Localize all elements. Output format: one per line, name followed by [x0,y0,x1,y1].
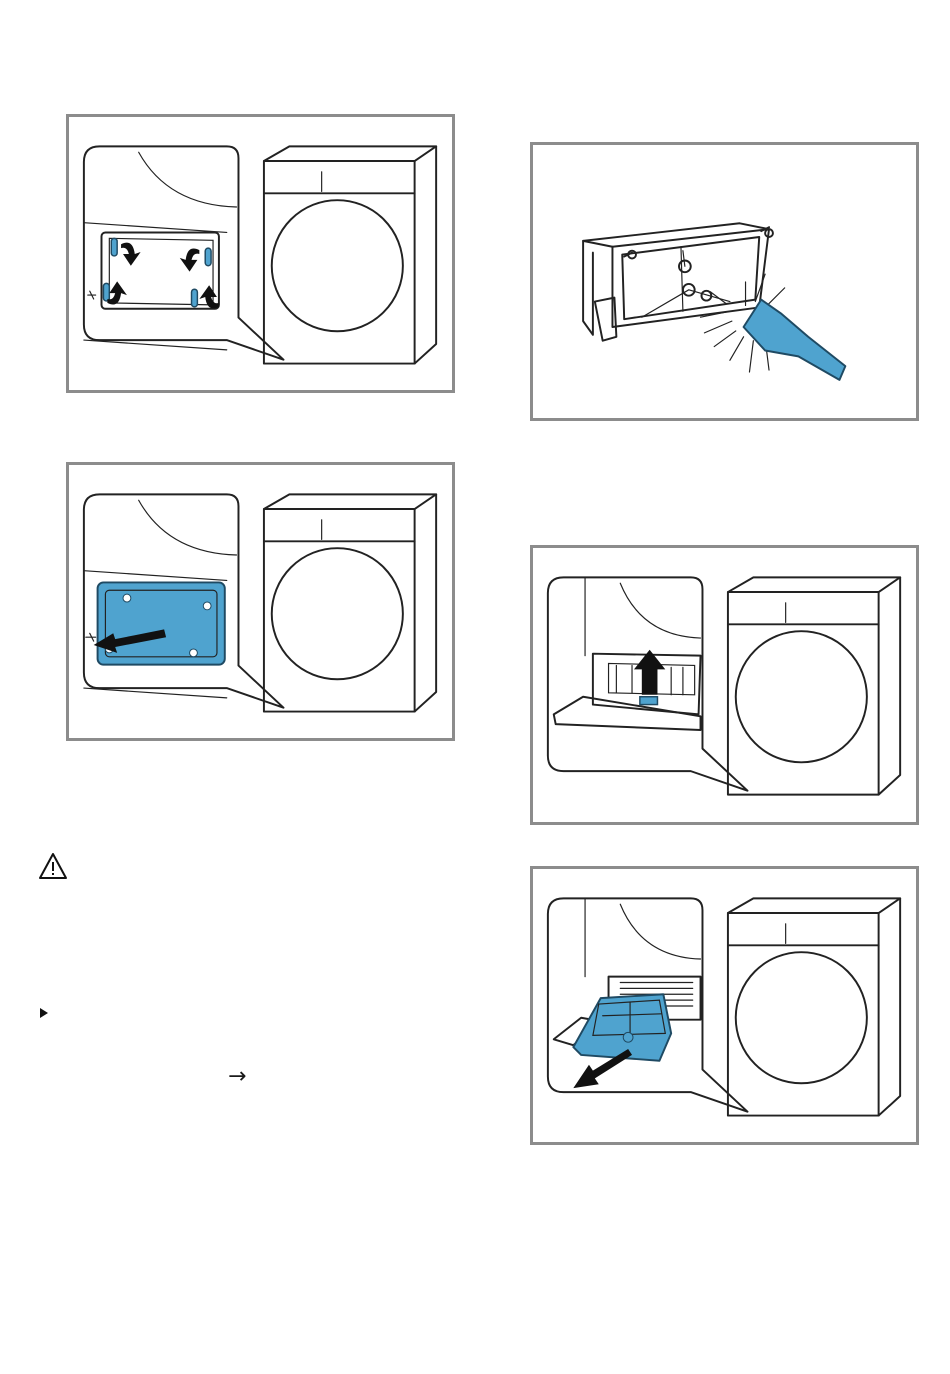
figure-lift-filter [530,545,919,825]
reference-arrow: → [228,1064,246,1090]
dryer-cover-remove-illustration [69,465,452,738]
figure-clean-filter [530,142,919,421]
warning-triangle-icon [38,852,68,880]
dryer-clips-open-illustration [69,117,452,390]
filter-brush-clean-illustration [533,145,916,418]
dryer-filter-lift-illustration [533,548,916,822]
dryer-filter-pull-illustration [533,869,916,1142]
figure-remove-cover [66,462,455,741]
figure-pull-filter [530,866,919,1145]
figure-open-clips [66,114,455,393]
triangle-bullet-icon [40,1005,48,1015]
